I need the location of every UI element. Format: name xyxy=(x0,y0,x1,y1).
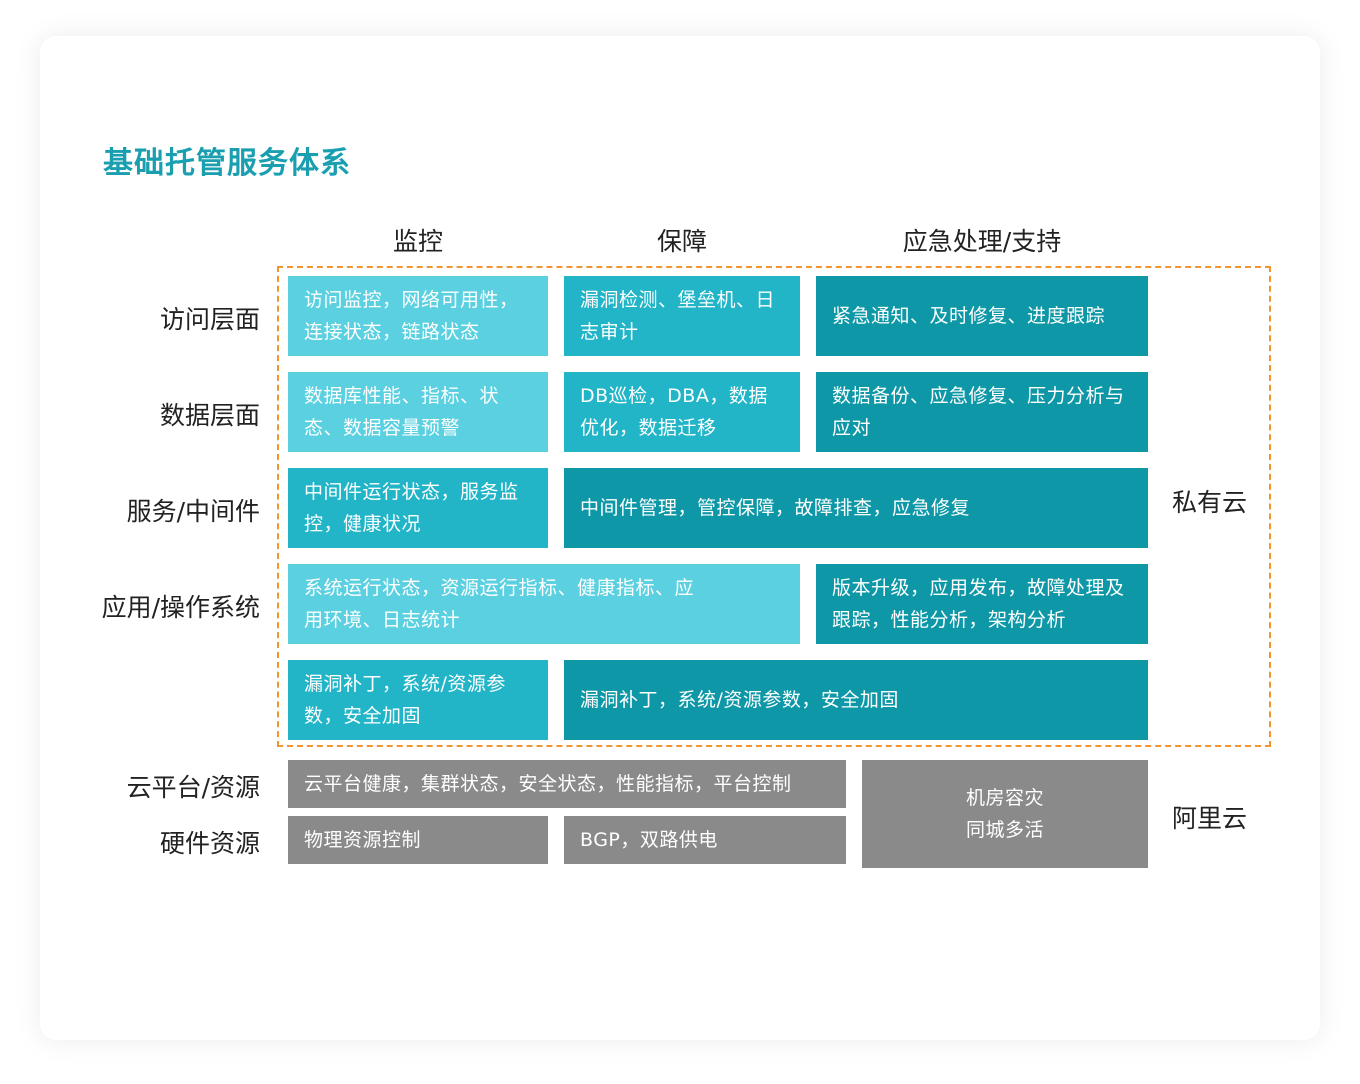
cell-cloud-platform: 云平台健康，集群状态，安全状态，性能指标，平台控制 xyxy=(288,760,846,808)
cell-middleware-monitor: 中间件运行状态，服务监控，健康状况 xyxy=(288,468,548,548)
cell-data-emergency: 数据备份、应急修复、压力分析与应对 xyxy=(816,372,1148,452)
cell-text-line1: 机房容灾 xyxy=(965,787,1044,809)
cell-text: 物理资源控制 xyxy=(304,829,422,851)
row-label-middleware: 服务/中间件 xyxy=(126,497,260,526)
row-label-hardware: 硬件资源 xyxy=(159,829,260,858)
cell-text: 数据备份、应急修复、压力分析与应对 xyxy=(832,385,1125,439)
row-label-cloud-platform: 云平台/资源 xyxy=(126,773,260,802)
side-label-aliyun: 阿里云 xyxy=(1172,804,1248,833)
cell-text: 中间件运行状态，服务监控，健康状况 xyxy=(304,481,519,535)
column-header-emergency: 应急处理/支持 xyxy=(902,227,1062,256)
cell-hardware-bgp: BGP，双路供电 xyxy=(564,816,846,864)
page-title: 基础托管服务体系 xyxy=(103,146,351,181)
cell-text: DB巡检，DBA，数据优化，数据迁移 xyxy=(580,385,768,439)
cell-text: 漏洞补丁，系统/资源参数，安全加固 xyxy=(304,673,506,727)
cell-patch-monitor: 漏洞补丁，系统/资源参数，安全加固 xyxy=(288,660,548,740)
cell-text: BGP，双路供电 xyxy=(580,829,718,851)
cell-access-emergency: 紧急通知、及时修复、进度跟踪 xyxy=(816,276,1148,356)
cell-text: 版本升级，应用发布，故障处理及跟踪，性能分析，架构分析 xyxy=(832,577,1125,631)
cell-text: 访问监控，网络可用性，连接状态，链路状态 xyxy=(304,289,519,343)
cell-text: 数据库性能、指标、状态、数据容量预警 xyxy=(304,385,500,439)
cell-app-monitor: 系统运行状态，资源运行指标、健康指标、应用环境、日志统计 xyxy=(288,564,800,644)
row-label-app-os: 应用/操作系统 xyxy=(101,593,260,622)
cell-data-monitor: 数据库性能、指标、状态、数据容量预警 xyxy=(288,372,548,452)
cell-hardware-control: 物理资源控制 xyxy=(288,816,548,864)
cell-access-monitor: 访问监控，网络可用性，连接状态，链路状态 xyxy=(288,276,548,356)
cell-middleware-management: 中间件管理，管控保障，故障排查，应急修复 xyxy=(564,468,1148,548)
cell-text: 系统运行状态，资源运行指标、健康指标、应用环境、日志统计 xyxy=(304,577,695,631)
private-cloud-boundary xyxy=(277,266,1271,747)
cell-text: 云平台健康，集群状态，安全状态，性能指标，平台控制 xyxy=(304,773,792,795)
cell-text-line2: 同城多活 xyxy=(965,819,1044,841)
cell-app-emergency: 版本升级，应用发布，故障处理及跟踪，性能分析，架构分析 xyxy=(816,564,1148,644)
cell-text: 漏洞检测、堡垒机、日志审计 xyxy=(580,289,776,343)
cell-access-guarantee: 漏洞检测、堡垒机、日志审计 xyxy=(564,276,800,356)
row-label-access: 访问层面 xyxy=(159,305,260,334)
cell-text: 中间件管理，管控保障，故障排查，应急修复 xyxy=(580,497,971,519)
cell-disaster-recovery: 机房容灾 同城多活 xyxy=(862,760,1148,868)
row-label-data: 数据层面 xyxy=(159,401,260,430)
column-header-monitor: 监控 xyxy=(392,227,443,256)
cell-text: 漏洞补丁，系统/资源参数，安全加固 xyxy=(580,689,899,711)
cell-text: 紧急通知、及时修复、进度跟踪 xyxy=(832,305,1106,327)
cell-patch-hardening: 漏洞补丁，系统/资源参数，安全加固 xyxy=(564,660,1148,740)
cell-data-guarantee: DB巡检，DBA，数据优化，数据迁移 xyxy=(564,372,800,452)
side-label-private-cloud: 私有云 xyxy=(1172,488,1248,517)
column-header-guarantee: 保障 xyxy=(656,227,707,256)
